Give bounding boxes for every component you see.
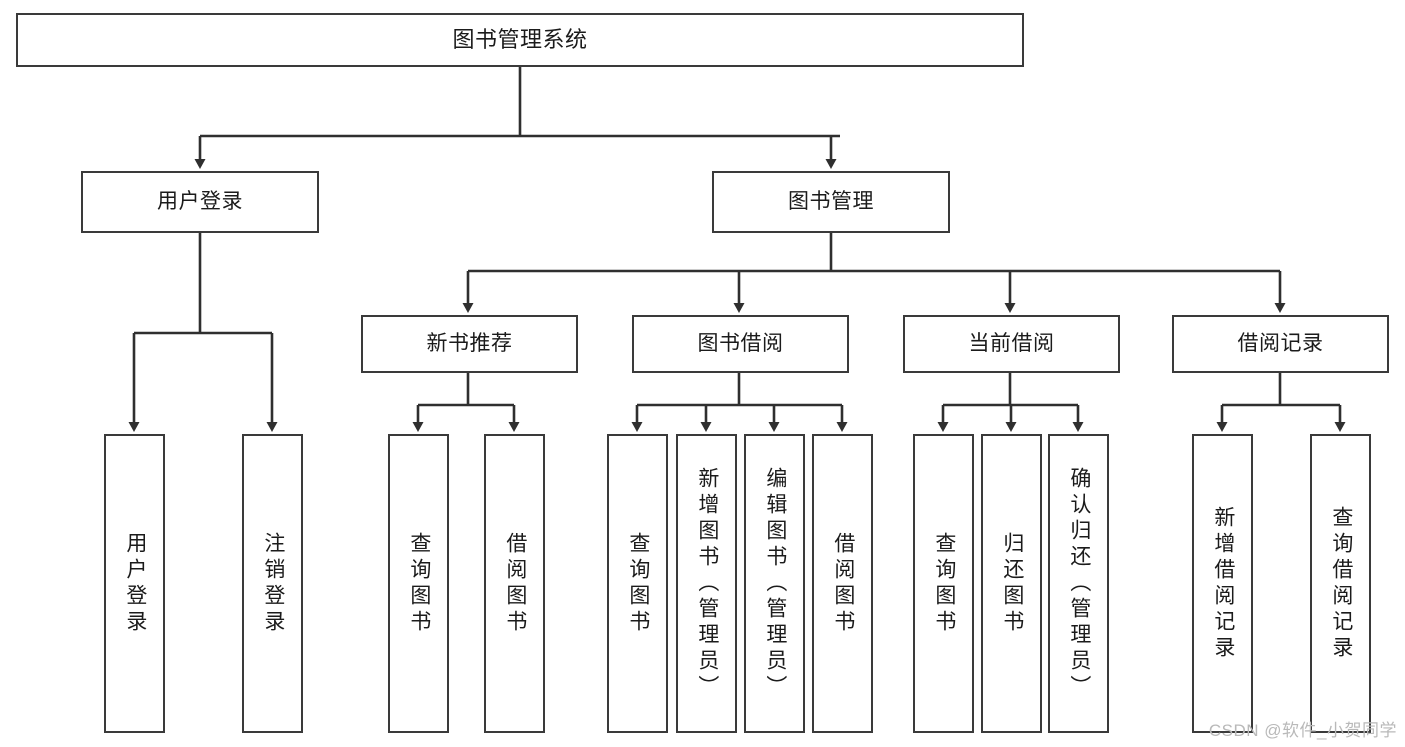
node-book-borrow[interactable]: 图书借阅 (632, 315, 849, 373)
node-book-manage[interactable]: 图书管理 (712, 171, 950, 233)
node-leaf-query-record-label: 查询借阅记录 (1329, 505, 1353, 662)
node-leaf-query-book-a[interactable]: 查询图书 (388, 434, 449, 733)
node-current-borrow-label: 当前借阅 (968, 331, 1055, 355)
node-leaf-borrow-book-a-label: 借阅图书 (503, 531, 527, 636)
node-user-login[interactable]: 用户登录 (81, 171, 319, 233)
node-leaf-logout-label: 注销登录 (261, 531, 285, 636)
node-leaf-add-book[interactable]: 新增图书（管理员） (676, 434, 737, 733)
node-user-login-label: 用户登录 (157, 189, 243, 213)
node-leaf-query-book-c-label: 查询图书 (932, 531, 956, 636)
node-new-book-recommend[interactable]: 新书推荐 (361, 315, 578, 373)
node-leaf-query-book-a-label: 查询图书 (407, 531, 431, 636)
node-leaf-query-record[interactable]: 查询借阅记录 (1310, 434, 1371, 733)
node-leaf-query-book-b[interactable]: 查询图书 (607, 434, 668, 733)
node-borrow-record-label: 借阅记录 (1237, 331, 1324, 355)
watermark: CSDN @软件_小贺同学 (1208, 721, 1397, 740)
node-leaf-edit-book-label: 编辑图书（管理员） (763, 466, 787, 701)
node-leaf-edit-book[interactable]: 编辑图书（管理员） (744, 434, 805, 733)
node-leaf-confirm-return[interactable]: 确认归还（管理员） (1048, 434, 1109, 733)
node-leaf-user-login-label: 用户登录 (123, 531, 147, 636)
node-root[interactable]: 图书管理系统 (16, 13, 1024, 67)
node-leaf-query-book-b-label: 查询图书 (626, 531, 650, 636)
node-borrow-record[interactable]: 借阅记录 (1172, 315, 1389, 373)
node-leaf-user-login[interactable]: 用户登录 (104, 434, 165, 733)
node-leaf-borrow-book-a[interactable]: 借阅图书 (484, 434, 545, 733)
node-leaf-add-book-label: 新增图书（管理员） (695, 466, 719, 701)
node-book-borrow-label: 图书借阅 (697, 331, 784, 355)
node-leaf-borrow-book-b-label: 借阅图书 (831, 531, 855, 636)
node-leaf-return-book-label: 归还图书 (1000, 531, 1024, 636)
node-leaf-add-record[interactable]: 新增借阅记录 (1192, 434, 1253, 733)
node-current-borrow[interactable]: 当前借阅 (903, 315, 1120, 373)
node-new-book-recommend-label: 新书推荐 (426, 331, 513, 355)
node-leaf-confirm-return-label: 确认归还（管理员） (1067, 466, 1091, 701)
node-root-label: 图书管理系统 (452, 27, 588, 53)
node-book-manage-label: 图书管理 (788, 189, 874, 213)
node-leaf-logout[interactable]: 注销登录 (242, 434, 303, 733)
node-leaf-borrow-book-b[interactable]: 借阅图书 (812, 434, 873, 733)
node-leaf-return-book[interactable]: 归还图书 (981, 434, 1042, 733)
node-leaf-add-record-label: 新增借阅记录 (1211, 505, 1235, 662)
node-leaf-query-book-c[interactable]: 查询图书 (913, 434, 974, 733)
